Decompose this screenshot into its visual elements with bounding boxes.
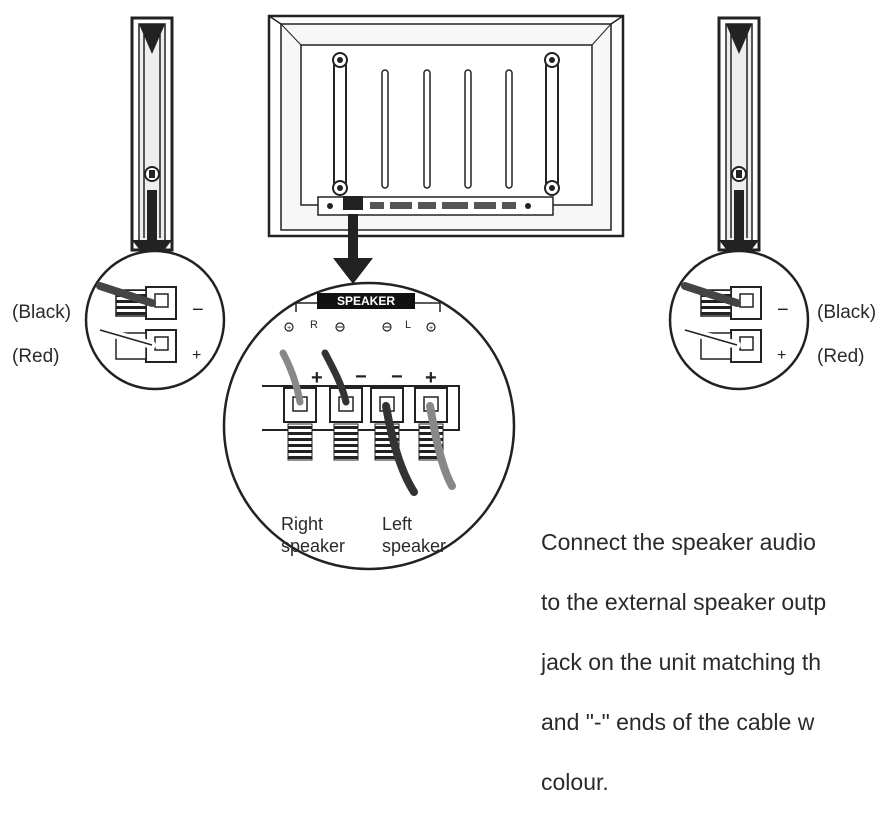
svg-text:+: + <box>311 367 323 389</box>
right-terminal-zoom: − + <box>668 249 810 391</box>
instruction-line: and "-" ends of the cable w <box>541 709 815 735</box>
svg-text:−: − <box>355 366 367 388</box>
right-channel-label: R <box>310 319 318 331</box>
instruction-line: to the external speaker outp <box>541 589 827 615</box>
left-speaker-caption: Left speaker <box>382 514 447 556</box>
right-black-label: (Black) <box>817 302 877 323</box>
center-down-arrow <box>333 214 373 284</box>
speaker-header-label: SPEAKER <box>336 294 395 308</box>
left-terminal-zoom: − + <box>84 249 226 391</box>
speaker-connection-diagram: − + − + <box>84 14 810 571</box>
instruction-line: Connect the speaker audio <box>541 529 816 555</box>
left-black-label: (Black) <box>12 302 72 323</box>
instruction-line: jack on the unit matching th <box>541 649 821 675</box>
svg-text:−: − <box>391 366 403 388</box>
instruction-line: colour. <box>541 769 609 795</box>
svg-text:+: + <box>192 347 201 364</box>
terminal-left-minus <box>370 387 404 461</box>
svg-text:+: + <box>287 325 291 332</box>
left-channel-label: L <box>405 319 412 331</box>
right-speaker-caption: Right speaker <box>281 514 346 556</box>
tv-back-panel <box>267 14 625 238</box>
svg-text:+: + <box>777 347 786 364</box>
right-red-label: (Red) <box>817 346 865 367</box>
svg-text:+: + <box>425 367 437 389</box>
left-red-label: (Red) <box>12 346 60 367</box>
svg-text:−: − <box>192 299 204 321</box>
svg-text:+: + <box>429 325 433 332</box>
instruction-text: Connect the speaker audio to the externa… <box>541 497 892 827</box>
terminal-right-minus <box>329 387 363 461</box>
unit-terminal-zoom: + + + − − + <box>222 281 516 571</box>
svg-text:−: − <box>777 299 789 321</box>
